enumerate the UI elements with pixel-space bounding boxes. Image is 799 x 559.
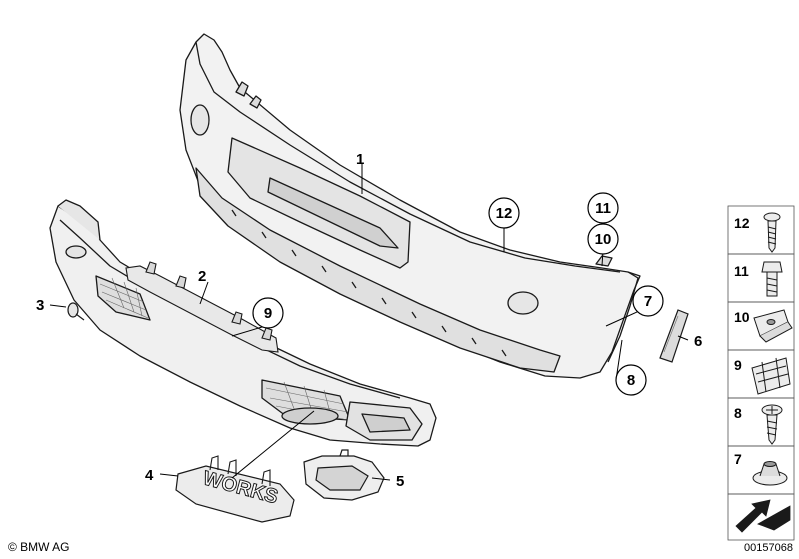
legend-label-10: 10 (734, 309, 750, 325)
legend-label-7: 7 (734, 451, 742, 467)
callout-3: 3 (36, 297, 44, 314)
callout-4: 4 (145, 467, 154, 484)
callout-5: 5 (396, 473, 404, 490)
callout-10-circle (587, 223, 619, 255)
copyright-text: © BMW AG (8, 540, 70, 554)
clip-nut-10-icon (753, 309, 793, 343)
plug-cap (67, 302, 85, 321)
callout-12-circle (488, 197, 520, 229)
callout-9: 9 (264, 305, 272, 322)
callout-10: 10 (595, 231, 612, 248)
callout-1: 1 (356, 151, 364, 168)
works-emblem: WORKS (175, 455, 295, 523)
legend-label-9: 9 (734, 357, 742, 373)
spring-clip-9-icon (751, 357, 791, 395)
callout-11: 11 (595, 200, 611, 217)
grille-mounting-strip (125, 261, 279, 353)
parts-legend: 12 11 10 9 8 (727, 205, 795, 541)
legend-label-11: 11 (734, 263, 749, 279)
next-page-arrow-icon[interactable] (735, 499, 791, 533)
callouts: 1 2 3 4 5 6 7 8 9 10 11 12 (36, 151, 702, 490)
bumper-cover (179, 33, 641, 379)
callout-8-circle (615, 364, 647, 396)
lower-grille (49, 199, 437, 447)
callout-9-circle (252, 297, 284, 329)
screw-8-icon (761, 404, 783, 445)
callout-6: 6 (694, 333, 702, 350)
rivet-nut-7-icon (752, 461, 788, 486)
callout-12: 12 (496, 205, 513, 222)
fog-light-bezel (303, 449, 385, 501)
bolt-11-icon (761, 261, 783, 297)
document-number: 00157068 (744, 542, 793, 554)
screw-12-icon (763, 212, 781, 253)
callout-11-circle (587, 192, 619, 224)
side-reflector (659, 309, 689, 363)
callout-7: 7 (644, 293, 652, 310)
callout-8: 8 (627, 372, 635, 389)
legend-label-8: 8 (734, 405, 742, 421)
legend-label-12: 12 (734, 215, 750, 231)
callout-7-circle (632, 285, 664, 317)
callout-2: 2 (198, 268, 206, 285)
